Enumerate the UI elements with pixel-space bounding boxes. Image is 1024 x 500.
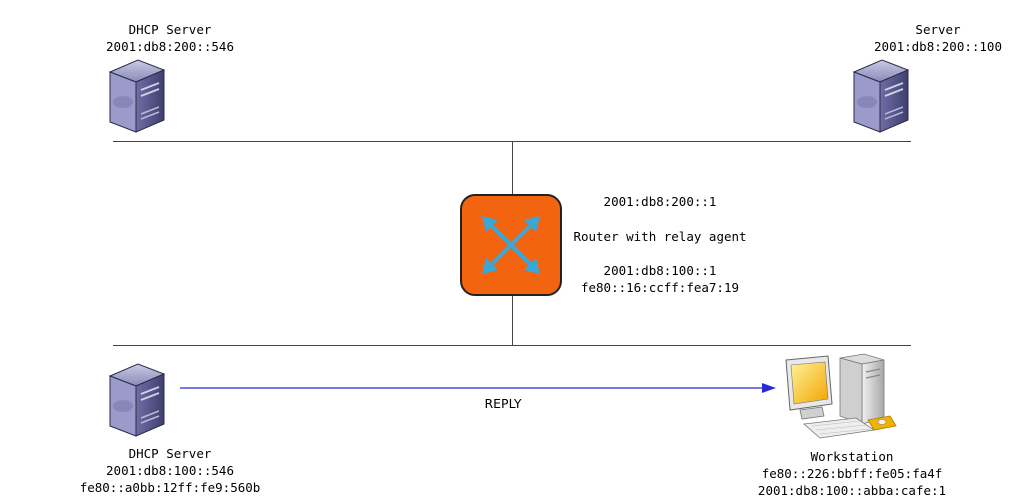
dhcp-server-top-name: DHCP Server xyxy=(128,22,212,37)
dhcp-server-top-address: 2001:db8:200::546 xyxy=(106,39,234,54)
server-icon xyxy=(852,59,910,133)
server-icon xyxy=(108,59,166,133)
dhcp-server-bottom-label: DHCP Server 2001:db8:100::546 fe80::a0bb… xyxy=(60,445,280,496)
workstation-address-2: 2001:db8:100::abba:cafe:1 xyxy=(757,483,947,498)
workstation-address-1: fe80::226:bbff:fe05:fa4f xyxy=(761,466,943,481)
router-upper-link xyxy=(512,141,513,196)
reply-label: REPLY xyxy=(484,396,522,411)
workstation-name: Workstation xyxy=(810,449,894,464)
reply-arrow xyxy=(180,383,776,393)
server-icon xyxy=(108,363,166,437)
router-lower-address-1: 2001:db8:100::1 xyxy=(603,263,717,278)
workstation-label: Workstation fe80::226:bbff:fe05:fa4f 200… xyxy=(752,448,952,499)
dhcp-server-bottom-address-2: fe80::a0bb:12ff:fe9:560b xyxy=(79,480,261,495)
dhcp-server-bottom-name: DHCP Server xyxy=(128,446,212,461)
router-lower-link xyxy=(512,296,513,346)
router-upper-address: 2001:db8:200::1 xyxy=(603,194,717,209)
server-top-label: Server 2001:db8:200::100 xyxy=(838,21,1024,55)
workstation-icon xyxy=(785,353,897,439)
router-lower-address-2: fe80::16:ccff:fea7:19 xyxy=(580,280,740,295)
server-top-address: 2001:db8:200::100 xyxy=(874,39,1002,54)
router-label: Router with relay agent xyxy=(573,229,747,244)
router-lower-addresses: 2001:db8:100::1 fe80::16:ccff:fea7:19 xyxy=(560,262,760,296)
router-icon xyxy=(460,194,562,296)
dhcp-server-top-label: DHCP Server 2001:db8:200::546 xyxy=(70,21,270,55)
dhcp-server-bottom-address-1: 2001:db8:100::546 xyxy=(106,463,234,478)
server-top-name: Server xyxy=(915,22,961,37)
